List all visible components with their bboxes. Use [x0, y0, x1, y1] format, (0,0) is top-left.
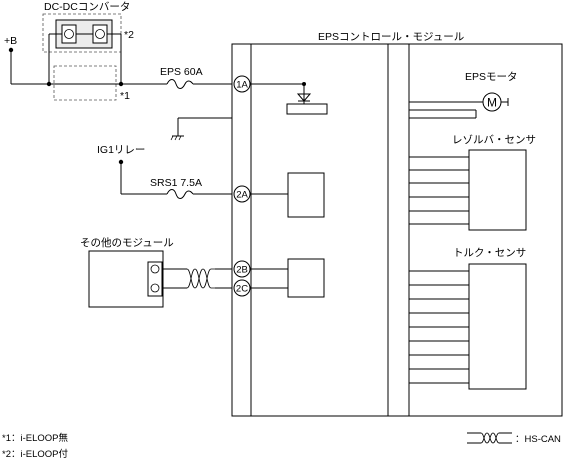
eps-motor-label: EPSモータ: [465, 71, 518, 83]
ig1-relay-label: IG1リレー: [97, 144, 145, 156]
torque-sensor-label: トルク・センサ: [453, 247, 526, 259]
legend-hs-can: [467, 430, 512, 446]
resolver-sensor-box: [468, 149, 527, 231]
eps-module-label: EPSコントロール・モジュール: [318, 31, 464, 43]
footnote-1: *1：i-ELOOP無: [2, 432, 68, 444]
ground-hatch: [170, 135, 174, 141]
other-modules-label: その他のモジュール: [80, 236, 174, 249]
dcdc-terminal-right: [92, 24, 108, 44]
can-terminal-low-icon: [150, 283, 160, 293]
junction-dot: [46, 81, 52, 87]
dcdc-converter: [42, 13, 122, 53]
dcdc-converter-outline: [42, 13, 122, 53]
eps-fuse-label: EPS 60A: [160, 66, 203, 78]
twisted-pair-icon: [186, 268, 215, 289]
diode-icon: [296, 93, 312, 102]
battery-plus-label: +B: [4, 35, 17, 47]
power-block: [286, 103, 328, 115]
torque-sensor-box: [468, 263, 527, 390]
note-mark-2: *2: [124, 29, 134, 41]
battery-terminal: [8, 47, 14, 53]
motor-symbol: M: [487, 96, 497, 110]
can-terminal-high-icon: [150, 264, 160, 274]
srs1-fuse-label: SRS1 7.5A: [150, 177, 202, 189]
dcdc-terminal-left: [61, 24, 77, 44]
legend-twisted-pair-icon: [480, 432, 500, 444]
footnote-2: *2：i-ELOOP付: [2, 449, 68, 460]
pin-2a-label: 2A: [236, 190, 248, 201]
other-modules-connector: [147, 261, 163, 297]
eps-fuse-gap: [167, 79, 193, 89]
pin-2b-label: 2B: [236, 265, 248, 276]
ig-input-block: [287, 172, 325, 218]
can-transceiver-block: [287, 258, 325, 298]
pin-2c-label: 2C: [236, 284, 248, 295]
note-mark-1: *1: [120, 90, 130, 102]
eps-fuse-icon: [166, 79, 194, 89]
bypass-link-outline: [53, 65, 117, 101]
ground-hatch: [178, 135, 182, 141]
srs1-fuse-icon: [166, 189, 194, 199]
dcdc-converter-label: DC-DCコンバータ: [44, 1, 130, 13]
junction-dot: [118, 81, 124, 87]
ground-hatch: [174, 135, 178, 141]
dcdc-terminal-left-icon: [64, 29, 74, 39]
legend-hs-can-label: ：HS-CAN: [515, 434, 561, 445]
resolver-sensor-label: レゾルバ・センサ: [452, 134, 536, 146]
srs1-fuse-gap: [167, 189, 193, 199]
dcdc-terminal-right-icon: [95, 29, 105, 39]
pin-1a-label: 1A: [236, 80, 248, 91]
